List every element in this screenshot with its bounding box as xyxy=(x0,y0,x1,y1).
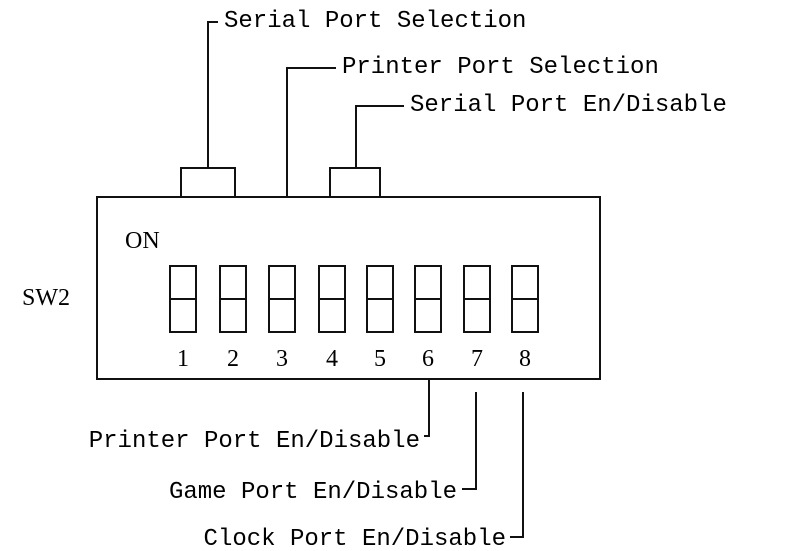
callout-printer-port-selection: Printer Port Selection xyxy=(286,54,659,197)
switch-label: SW2 xyxy=(22,285,70,311)
switch-toggle-8[interactable] xyxy=(511,265,539,333)
callout-label-printer-port-endisable: Printer Port En/Disable xyxy=(89,428,420,455)
switch-number-3: 3 xyxy=(276,346,288,372)
switch-toggle-1[interactable] xyxy=(169,265,197,333)
callout-game-port-endisable: Game Port En/Disable xyxy=(169,392,477,506)
switch-toggle-6[interactable] xyxy=(414,265,442,333)
callout-label-printer-port-selection: Printer Port Selection xyxy=(342,54,659,81)
callout-serial-port-endisable: Serial Port En/Disable xyxy=(355,92,727,170)
switch-number-6: 6 xyxy=(422,346,434,372)
switch-number-4: 4 xyxy=(326,346,338,372)
switch-number-5: 5 xyxy=(374,346,386,372)
switch-number-1: 1 xyxy=(177,346,189,372)
top-tab-left xyxy=(180,167,236,199)
switch-number-8: 8 xyxy=(519,346,531,372)
callout-label-clock-port-endisable: Clock Port En/Disable xyxy=(204,526,506,551)
switch-toggle-3[interactable] xyxy=(268,265,296,333)
on-label: ON xyxy=(125,228,160,254)
switch-toggle-2[interactable] xyxy=(219,265,247,333)
callout-printer-port-endisable: Printer Port En/Disable xyxy=(89,379,430,455)
switch-toggle-4[interactable] xyxy=(318,265,346,333)
callout-label-serial-port-selection: Serial Port Selection xyxy=(224,8,526,35)
switch-number-7: 7 xyxy=(471,346,483,372)
callout-serial-port-selection: Serial Port Selection xyxy=(207,8,526,170)
callout-label-game-port-endisable: Game Port En/Disable xyxy=(169,479,457,506)
top-tab-right xyxy=(329,167,381,199)
callout-label-serial-port-endisable: Serial Port En/Disable xyxy=(410,92,727,119)
switch-numbers: 1 2 3 4 5 6 7 8 xyxy=(177,346,531,372)
switch-number-2: 2 xyxy=(227,346,239,372)
callout-clock-port-endisable: Clock Port En/Disable xyxy=(204,392,524,551)
switch-toggle-5[interactable] xyxy=(366,265,394,333)
switch-toggle-7[interactable] xyxy=(463,265,491,333)
switch-toggles xyxy=(169,265,539,333)
